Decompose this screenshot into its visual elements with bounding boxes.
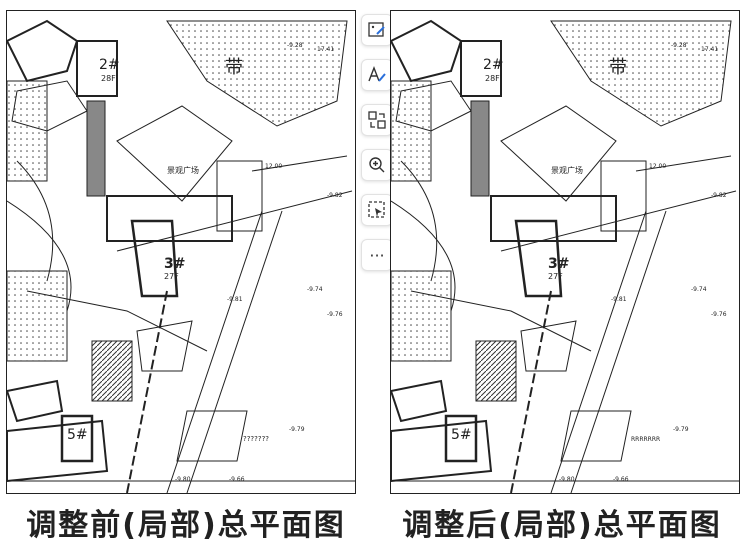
swap-layout-button[interactable] <box>361 104 393 136</box>
level-6: -9.79 <box>289 426 305 433</box>
building-3-floors: 27F <box>164 272 179 281</box>
building-5-label: 5# <box>451 427 472 443</box>
zoom-in-icon <box>369 157 385 173</box>
level-6: -9.79 <box>673 426 689 433</box>
side-toolbar: ··· <box>361 14 393 284</box>
level-3: -9.82 <box>711 192 727 199</box>
building-3-label: 3# <box>548 256 569 272</box>
site-plan-drawing-after: 带 2# 28F 3# 27F 5# 景观广场 RRRRRRR -9.28 17… <box>391 19 739 493</box>
plan-before: 带 2# 28F 3# 27F 5# 景观广场 ??????? -9.28 17… <box>6 10 356 494</box>
site-plan-drawing-before: 带 2# 28F 3# 27F 5# 景观广场 ??????? -9.28 17… <box>7 19 355 493</box>
zoom-in-button[interactable] <box>361 149 393 181</box>
caption-after: 调整后(局部)总平面图 <box>402 508 722 543</box>
unknown-label-after: RRRRRRR <box>631 436 660 443</box>
belt-label: 带 <box>225 57 243 78</box>
level-4: -9.74 <box>307 286 323 293</box>
level-9: -9.81 <box>611 296 627 303</box>
swap-layout-icon <box>368 111 386 129</box>
text-edit-icon <box>368 66 386 82</box>
text-edit-button[interactable] <box>361 59 393 91</box>
level-3: -9.82 <box>327 192 343 199</box>
plan-after: 带 2# 28F 3# 27F 5# 景观广场 RRRRRRR -9.28 17… <box>390 10 740 494</box>
level-10: 12.00 <box>265 163 282 170</box>
unknown-label-before: ??????? <box>243 435 269 443</box>
level-7: -9.80 <box>559 476 575 483</box>
level-7: -9.80 <box>175 476 191 483</box>
plaza-label: 景观广场 <box>167 165 199 175</box>
caption-before: 调整前(局部)总平面图 <box>26 508 346 543</box>
level-10: 12.00 <box>649 163 666 170</box>
level-2: 17.41 <box>317 46 334 53</box>
more-icon: ··· <box>369 245 385 265</box>
belt-label: 带 <box>609 57 627 78</box>
select-region-button[interactable] <box>361 194 393 226</box>
level-1: -9.28 <box>671 42 687 49</box>
more-button[interactable]: ··· <box>361 239 393 271</box>
level-4: -9.74 <box>691 286 707 293</box>
building-2-label: 2# <box>483 57 504 73</box>
building-3-label: 3# <box>164 256 185 272</box>
building-2-floors: 28F <box>101 74 116 83</box>
level-8: -9.66 <box>229 476 245 483</box>
level-9: -9.81 <box>227 296 243 303</box>
plaza-label: 景观广场 <box>551 165 583 175</box>
building-2-floors: 28F <box>485 74 500 83</box>
building-3-floors: 27F <box>548 272 563 281</box>
level-5: -9.76 <box>711 311 727 318</box>
annotate-image-icon <box>368 22 385 37</box>
level-1: -9.28 <box>287 42 303 49</box>
level-5: -9.76 <box>327 311 343 318</box>
building-2-label: 2# <box>99 57 120 73</box>
level-8: -9.66 <box>613 476 629 483</box>
select-region-icon <box>368 201 385 218</box>
annotate-image-button[interactable] <box>361 14 393 46</box>
building-5-label: 5# <box>67 427 88 443</box>
level-2: 17.41 <box>701 46 718 53</box>
